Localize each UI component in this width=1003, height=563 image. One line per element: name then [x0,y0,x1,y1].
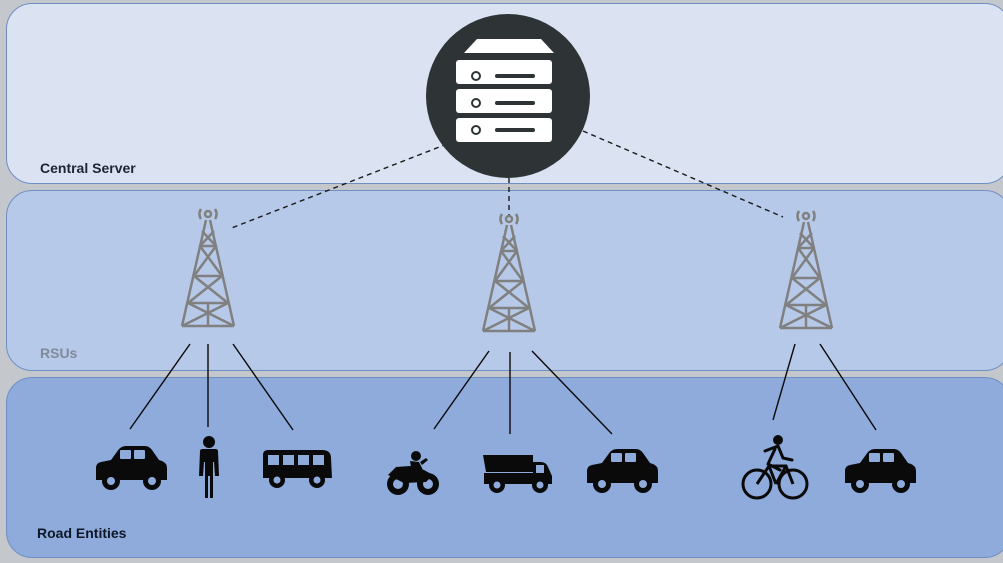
motorcycle-icon [387,451,439,495]
rsu-label: RSUs [40,345,78,361]
car-icon [96,446,167,490]
radio-tower-icon [180,207,236,328]
bicycle-icon [741,435,809,500]
central-server-label: Central Server [40,160,136,176]
dump-truck-icon [483,455,552,493]
server-rsu-link-3 [582,130,784,218]
radio-tower-icon [778,209,834,330]
server-rsu-link-1 [228,143,448,230]
rsu-entity-link [772,343,796,421]
server-rack-icon [426,14,590,178]
rsu-entity-link [433,350,490,430]
road-entities-label: Road Entities [37,525,127,541]
rsu-entity-link [531,350,613,435]
bus-icon [263,450,332,488]
rsu-entity-link [819,343,877,431]
car-icon [845,449,916,493]
car-icon [587,449,658,493]
pedestrian-icon [199,436,219,498]
rsu-entity-link [129,343,191,430]
rsu-entity-link [232,343,294,431]
radio-tower-icon [481,212,537,333]
